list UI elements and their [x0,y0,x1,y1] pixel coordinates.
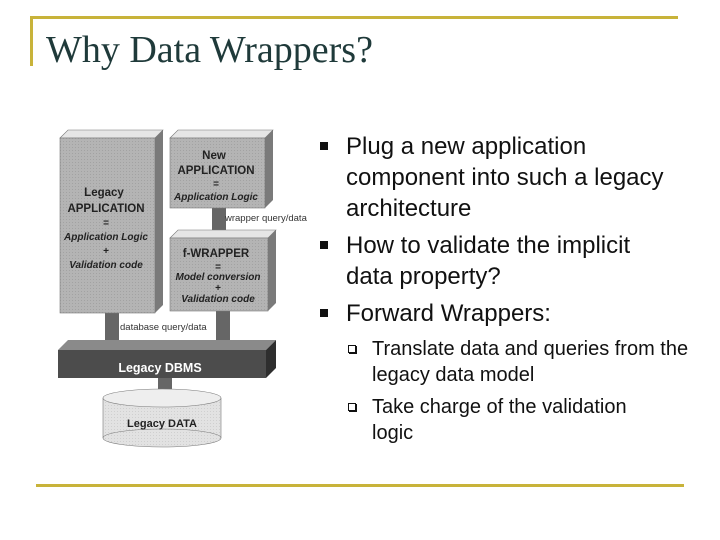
dbms-label: Legacy DBMS [118,361,201,375]
bullet-marker-square [320,309,328,317]
fwrapper-line-4: Validation code [181,294,255,305]
bullet-marker-square [320,142,328,150]
legacy-app-line-2: = [103,218,109,229]
top-rule [30,16,678,19]
bottom-rule [36,484,684,487]
new-app-box [169,129,274,209]
subbullet-text: Translate data and queries from the lega… [372,338,689,386]
fwrapper-connector [216,310,230,344]
new-app-line-0: New [202,150,226,162]
legacy-data-cylinder [102,388,222,448]
new-app-line-3: Application Logic [173,192,258,203]
bullet-text: How to validate the implicit data proper… [346,232,631,290]
slide-title: Why Data Wrappers? [46,29,373,71]
bullet-text: Forward Wrappers: [346,300,551,327]
legacy-app-box [59,129,164,314]
legacy-app-line-5: Validation code [69,260,143,271]
fwrapper-line-0: f-WRAPPER [183,248,250,260]
wrapper-query-label: wrapper query/data [224,213,308,224]
subbullet-marker-box [348,345,356,353]
subbullet-1: Take charge of the validation logic [348,394,672,446]
fwrapper-line-3: + [215,283,221,294]
new-app-line-1: APPLICATION [177,165,254,177]
database-query-label: database query/data [120,322,207,333]
fwrapper-box [169,229,277,312]
new-app-line-2: = [213,179,219,190]
fwrapper-line-1: = [215,262,221,273]
dbms-slab [58,340,276,378]
legacy-app-line-1: APPLICATION [67,203,144,215]
bullet-0: Plug a new application component into su… [320,131,676,224]
bullet-2: Forward Wrappers: [320,298,676,329]
subbullet-marker-box [348,403,356,411]
subbullet-0: Translate data and queries from the lega… [348,336,692,388]
new-app-connector [212,206,226,234]
subbullet-text: Take charge of the validation logic [372,396,627,444]
fwrapper-line-2: Model conversion [175,272,260,283]
legacy-app-line-4: + [103,246,109,257]
legacy-app-line-0: Legacy [84,187,124,199]
bullet-text: Plug a new application component into su… [346,133,664,222]
bullet-1: How to validate the implicit data proper… [320,230,676,292]
bullet-marker-square [320,241,328,249]
data-label: Legacy DATA [127,418,197,430]
legacy-app-connector [105,310,119,344]
legacy-app-line-3: Application Logic [63,232,148,243]
left-rule [30,16,33,66]
